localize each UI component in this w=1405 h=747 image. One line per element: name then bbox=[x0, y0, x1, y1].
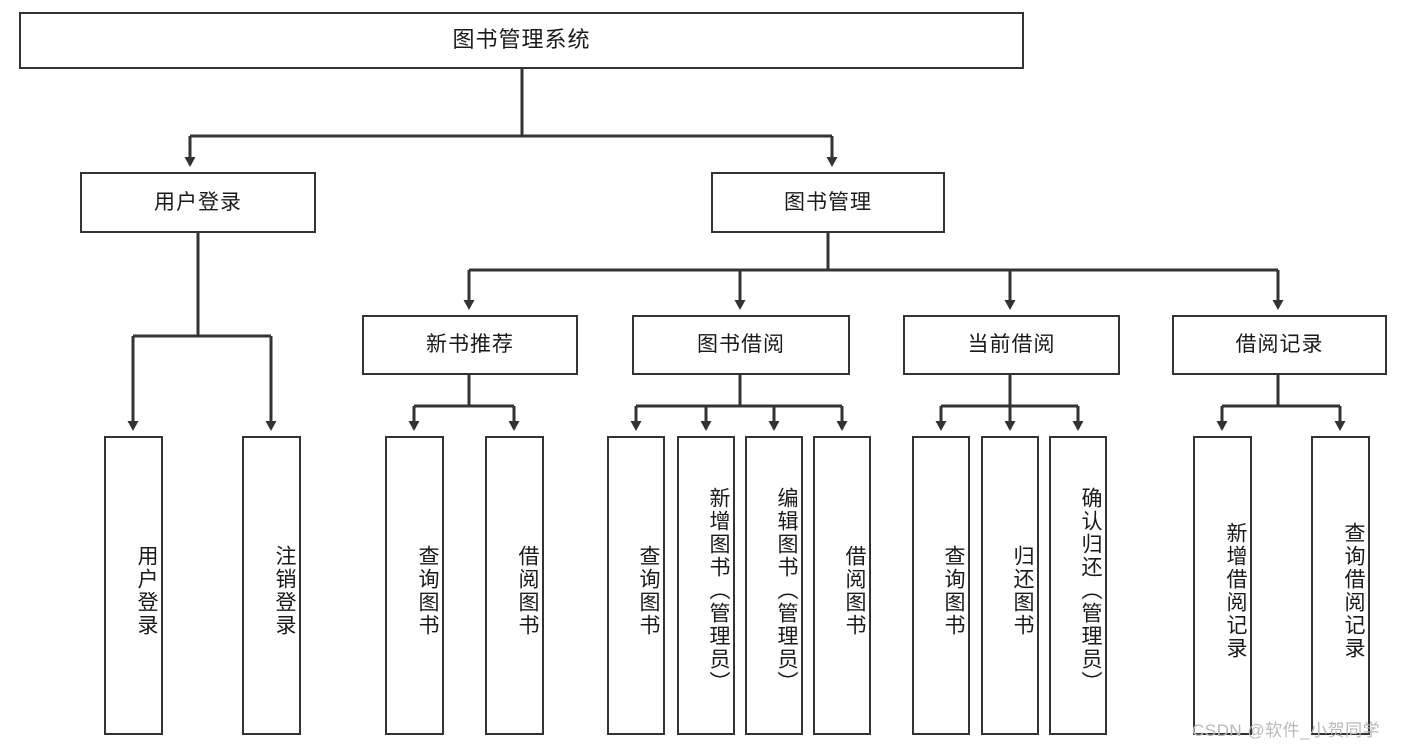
node-leaf-query-record[interactable]: 查询借阅记录 bbox=[1311, 436, 1370, 735]
node-label: 借阅图书 bbox=[516, 544, 539, 637]
node-label: 确认归还（管理员） bbox=[1079, 487, 1102, 694]
node-label: 用户登录 bbox=[135, 544, 158, 637]
node-root-system[interactable]: 图书管理系统 bbox=[19, 12, 1024, 69]
node-current-borrow[interactable]: 当前借阅 bbox=[903, 315, 1120, 375]
node-label: 查询图书 bbox=[637, 544, 660, 637]
node-leaf-query-book-3[interactable]: 查询图书 bbox=[912, 436, 970, 735]
node-label: 编辑图书（管理员） bbox=[775, 487, 798, 694]
node-leaf-confirm-return[interactable]: 确认归还（管理员） bbox=[1049, 436, 1107, 735]
node-label: 查询图书 bbox=[416, 544, 439, 637]
node-label: 图书借阅 bbox=[697, 333, 785, 357]
node-new-book-recommend[interactable]: 新书推荐 bbox=[362, 315, 578, 375]
node-leaf-edit-book[interactable]: 编辑图书（管理员） bbox=[745, 436, 803, 735]
node-leaf-user-login[interactable]: 用户登录 bbox=[104, 436, 163, 735]
node-label: 查询图书 bbox=[942, 544, 965, 637]
node-leaf-return-book[interactable]: 归还图书 bbox=[981, 436, 1039, 735]
node-leaf-logout-login[interactable]: 注销登录 bbox=[242, 436, 301, 735]
node-user-login[interactable]: 用户登录 bbox=[80, 172, 316, 233]
node-leaf-query-book-1[interactable]: 查询图书 bbox=[385, 436, 444, 735]
node-book-management[interactable]: 图书管理 bbox=[711, 172, 945, 233]
node-label: 借阅记录 bbox=[1235, 333, 1324, 357]
node-label: 新书推荐 bbox=[426, 333, 514, 357]
node-leaf-query-book-2[interactable]: 查询图书 bbox=[607, 436, 665, 735]
node-leaf-borrow-book-2[interactable]: 借阅图书 bbox=[813, 436, 871, 735]
node-label: 归还图书 bbox=[1011, 544, 1034, 637]
node-label: 图书管理 bbox=[784, 190, 872, 214]
node-label: 借阅图书 bbox=[843, 544, 866, 637]
node-label: 查询借阅记录 bbox=[1342, 521, 1365, 660]
node-label: 新增借阅记录 bbox=[1224, 521, 1247, 660]
node-borrow-record[interactable]: 借阅记录 bbox=[1172, 315, 1387, 375]
watermark-text: CSDN @软件_小贺同学 bbox=[1192, 721, 1381, 740]
node-label: 新增图书（管理员） bbox=[707, 487, 730, 694]
node-label: 注销登录 bbox=[273, 544, 296, 637]
node-book-borrow[interactable]: 图书借阅 bbox=[632, 315, 850, 375]
node-label: 图书管理系统 bbox=[452, 27, 591, 53]
csdn-watermark: CSDN @软件_小贺同学 bbox=[1192, 716, 1380, 741]
node-label: 当前借阅 bbox=[967, 333, 1056, 357]
node-leaf-add-book[interactable]: 新增图书（管理员） bbox=[677, 436, 735, 735]
node-leaf-add-record[interactable]: 新增借阅记录 bbox=[1193, 436, 1252, 735]
node-label: 用户登录 bbox=[154, 190, 242, 214]
node-leaf-borrow-book-1[interactable]: 借阅图书 bbox=[485, 436, 544, 735]
